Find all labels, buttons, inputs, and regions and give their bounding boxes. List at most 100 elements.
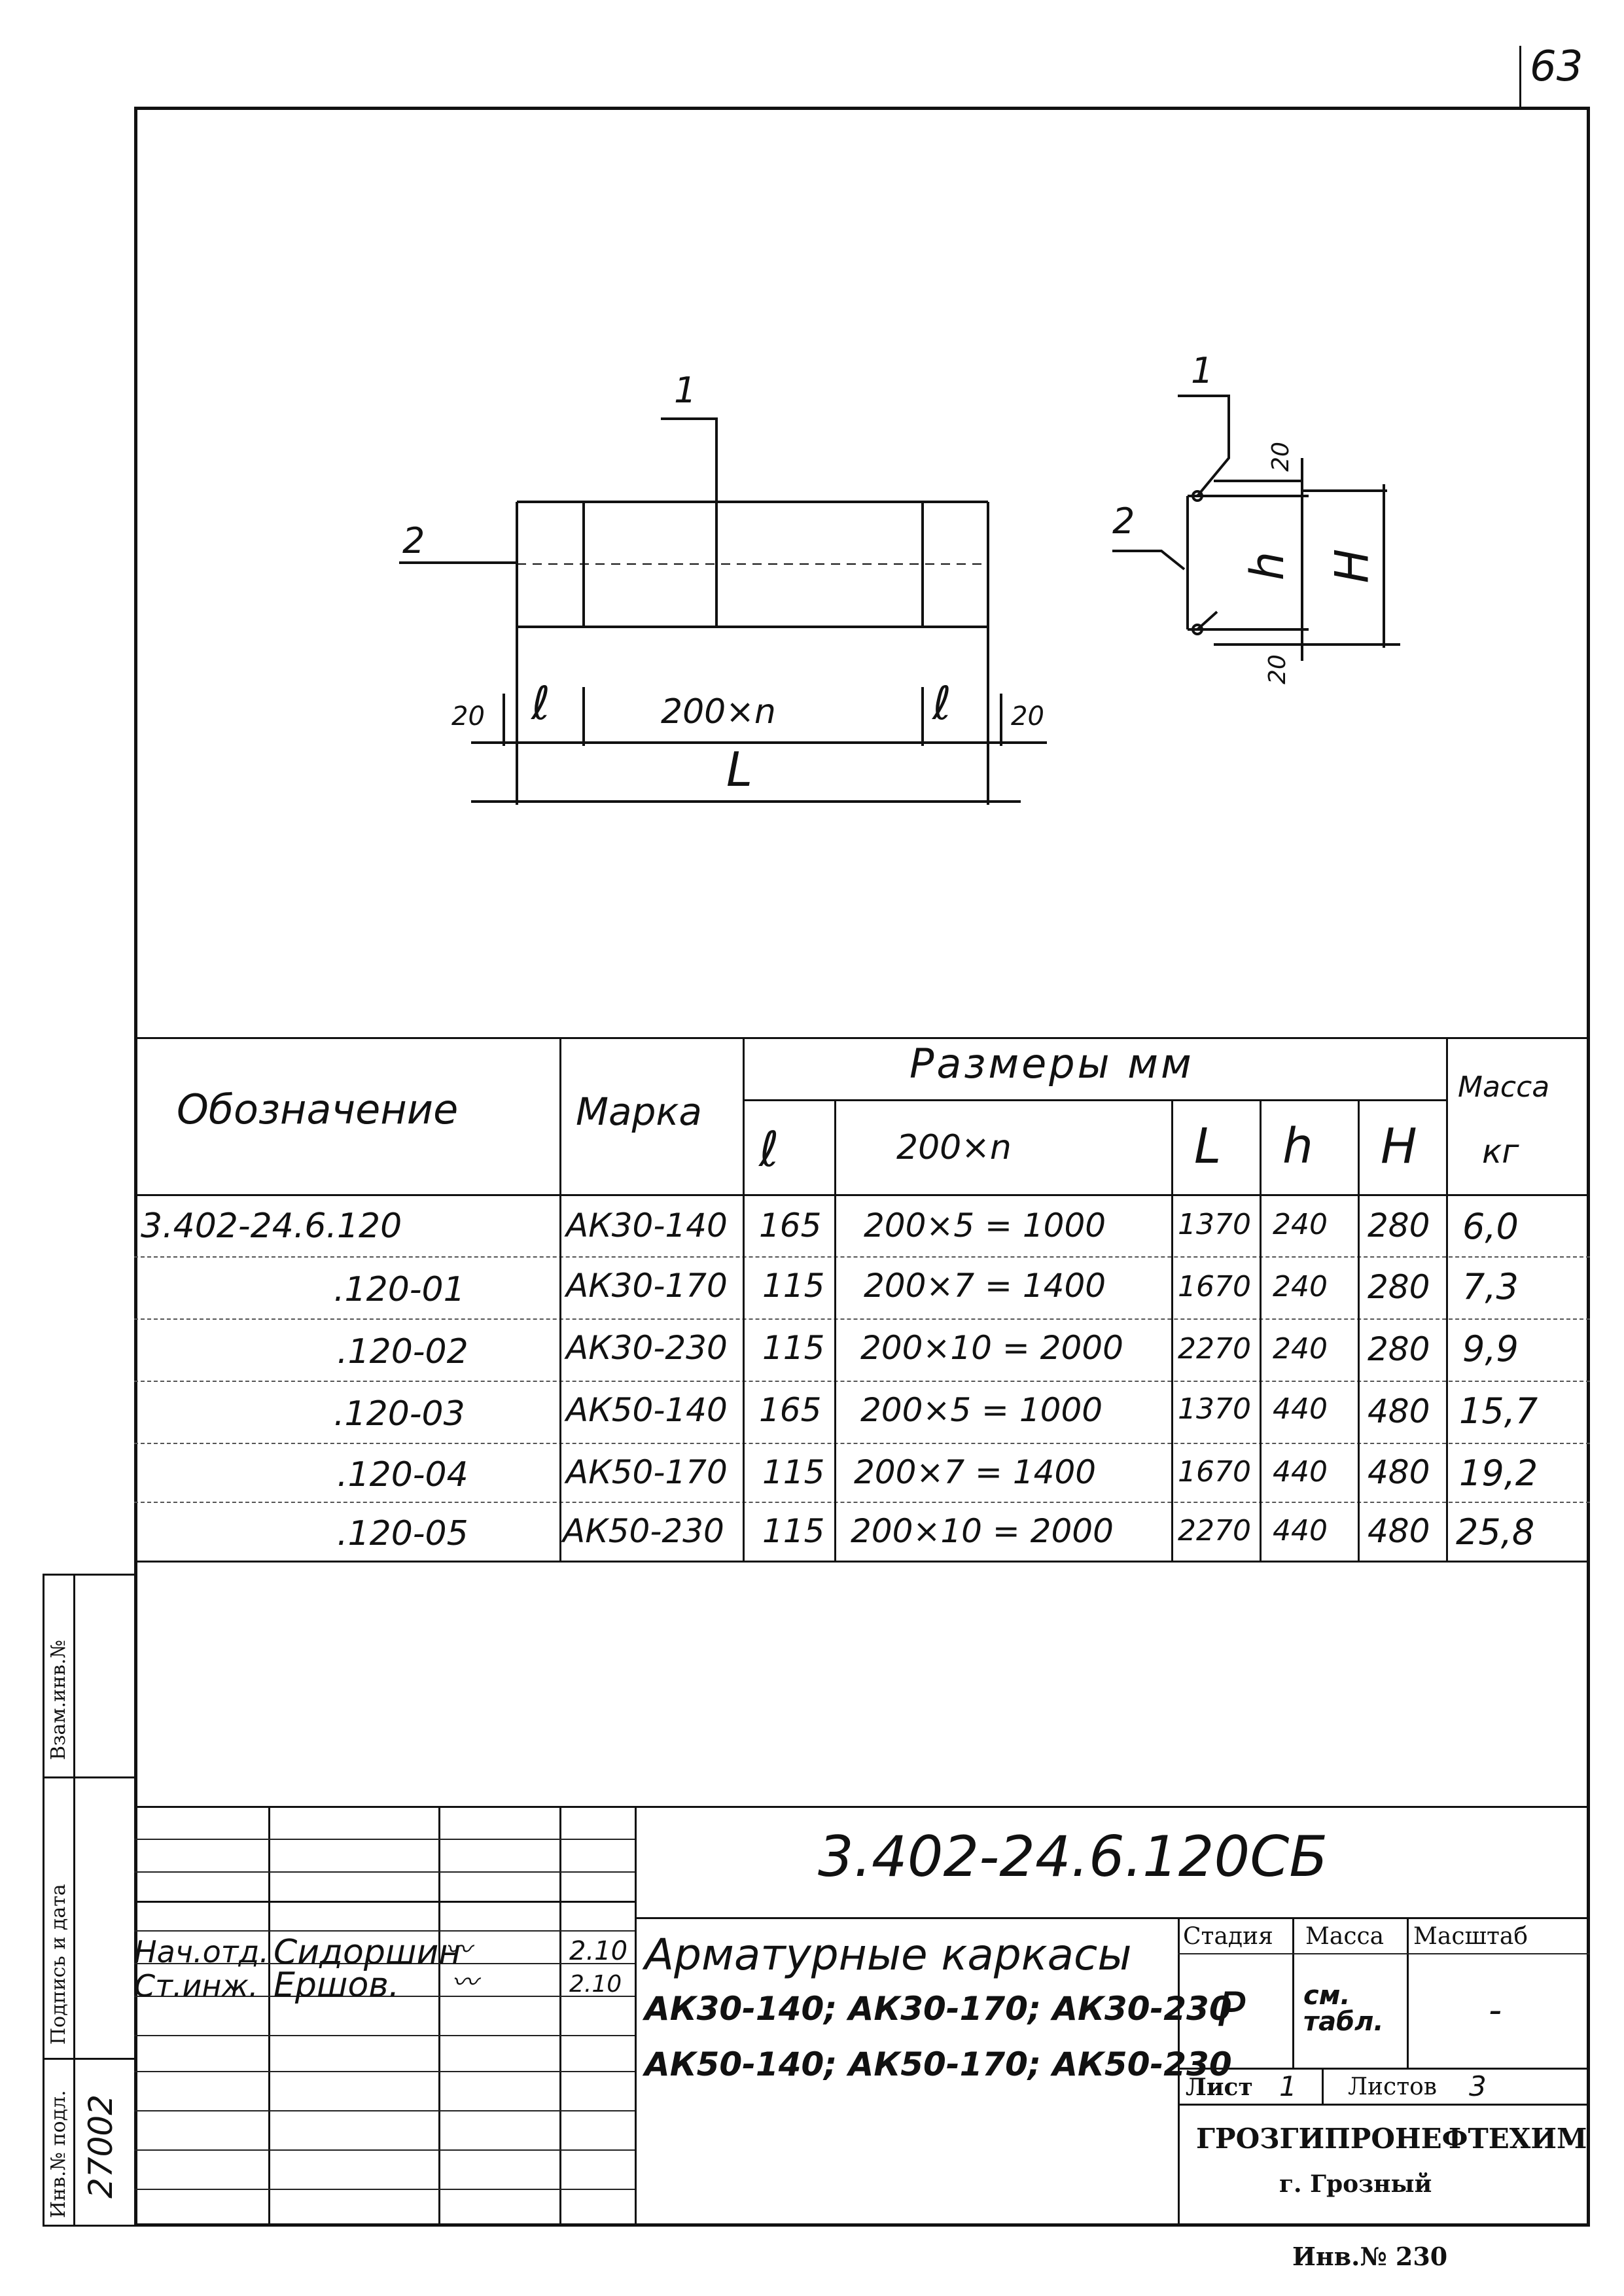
section-callout-1: 1 — [1191, 350, 1214, 391]
cell-mass: 15,7 — [1459, 1390, 1538, 1432]
cell-L: 1670 — [1178, 1270, 1251, 1303]
cell-l: 165 — [759, 1391, 822, 1429]
cell-mass: 25,8 — [1456, 1511, 1535, 1553]
sheet-number-divider — [1519, 46, 1521, 108]
front-callout-2: 2 — [402, 520, 425, 561]
header-H: H — [1381, 1118, 1417, 1174]
cell-h: 440 — [1273, 1392, 1328, 1426]
cell-mass: 7,3 — [1462, 1266, 1519, 1307]
mass-label: Масса — [1305, 1923, 1385, 1950]
cell-H: 480 — [1368, 1453, 1430, 1491]
section-callout-2: 2 — [1112, 501, 1135, 542]
staff-name: Ершов. — [274, 1966, 400, 2005]
cell-L: 1370 — [1178, 1392, 1251, 1426]
podpis-data-label: Подпись и дата — [47, 1884, 70, 2045]
cell-l: 115 — [762, 1512, 825, 1550]
stage-label: Стадия — [1183, 1923, 1273, 1950]
stage-value: Р — [1217, 1982, 1246, 2037]
front-dim-200n: 200×n — [661, 692, 776, 732]
cell-L: 1670 — [1178, 1455, 1251, 1489]
staff-name: Сидоршин — [274, 1933, 461, 1972]
cell-mark: АК50-230 — [563, 1512, 724, 1550]
header-sizes: Размеры мм — [909, 1040, 1194, 1087]
front-dim-l-right: ℓ — [932, 677, 951, 730]
cell-L: 2270 — [1178, 1514, 1251, 1547]
org-name: ГРОЗГИПРОНЕФТЕХИМ — [1196, 2123, 1587, 2155]
staff-date: 2.10 — [569, 1971, 622, 1998]
sheet-label: Лист — [1186, 2074, 1253, 2101]
scale-value: - — [1489, 1989, 1502, 2032]
staff-role: Ст.инж. — [134, 1968, 258, 2004]
front-dim-l-left: ℓ — [531, 677, 550, 730]
doc-title-line1: Арматурные каркасы — [644, 1930, 1132, 1980]
cell-L: 1370 — [1178, 1208, 1251, 1241]
cell-H: 280 — [1368, 1268, 1430, 1306]
cell-designation: .120-04 — [337, 1455, 468, 1494]
header-l: ℓ — [759, 1122, 779, 1178]
header-h: h — [1282, 1118, 1313, 1174]
cell-mark: АК30-230 — [566, 1329, 728, 1367]
front-dim-20-left: 20 — [451, 701, 485, 732]
section-dim-h: h — [1241, 551, 1295, 581]
cell-l: 115 — [762, 1453, 825, 1491]
cell-l: 115 — [762, 1267, 825, 1305]
header-mark: Марка — [576, 1089, 702, 1134]
cell-H: 480 — [1368, 1512, 1430, 1550]
cell-l: 115 — [762, 1329, 825, 1367]
front-callout-1: 1 — [674, 370, 697, 411]
cell-h: 440 — [1273, 1514, 1328, 1547]
staff-signature: 〰 — [451, 1968, 478, 1998]
header-mass: Масса — [1458, 1070, 1550, 1104]
header-L: L — [1194, 1118, 1222, 1174]
section-dim-H: H — [1325, 548, 1379, 584]
staff-date: 2.10 — [569, 1936, 628, 1966]
inventory-footer: Инв.№ 230 — [1292, 2242, 1448, 2271]
front-leader-1 — [664, 417, 718, 502]
org-city: г. Грозный — [1279, 2170, 1432, 2198]
staff-signature: 〰 — [445, 1935, 471, 1965]
header-designation: Обозначение — [177, 1086, 459, 1133]
cell-200n: 200×10 = 2000 — [860, 1329, 1123, 1367]
cell-200n: 200×5 = 1000 — [864, 1207, 1106, 1245]
header-mass-unit: кг — [1482, 1133, 1519, 1171]
cell-mark: АК30-170 — [566, 1267, 728, 1305]
sheets-label: Листов — [1348, 2074, 1438, 2100]
cell-designation: .120-02 — [337, 1332, 468, 1371]
sheet-value: 1 — [1279, 2070, 1297, 2102]
header-200n: 200×n — [896, 1128, 1012, 1167]
section-leader-1 — [1178, 395, 1230, 497]
cell-h: 440 — [1273, 1455, 1328, 1489]
front-dim-20-right: 20 — [1011, 701, 1044, 732]
staff-role: Нач.отд. — [134, 1934, 269, 1969]
cell-200n: 200×5 = 1000 — [860, 1391, 1103, 1429]
cell-200n: 200×7 = 1400 — [864, 1267, 1106, 1305]
section-leader-2 — [1112, 550, 1186, 571]
cell-200n: 200×7 = 1400 — [854, 1453, 1097, 1491]
sheets-value: 3 — [1469, 2070, 1487, 2102]
mass-value: см. табл. — [1303, 1981, 1384, 2037]
assembly-drawing — [399, 395, 1400, 805]
cell-mass: 6,0 — [1462, 1206, 1519, 1247]
cell-mass: 19,2 — [1459, 1453, 1538, 1494]
cell-L: 2270 — [1178, 1332, 1251, 1366]
cell-mark: АК30-140 — [566, 1207, 728, 1245]
inv-podl-value: 27002 — [82, 2094, 120, 2199]
cell-H: 280 — [1368, 1330, 1430, 1368]
cell-l: 165 — [759, 1207, 822, 1245]
section-dim-20-top: 20 — [1267, 442, 1294, 472]
cell-200n: 200×10 = 2000 — [851, 1512, 1114, 1550]
cell-mark: АК50-170 — [566, 1453, 728, 1491]
section-dim-20-bottom: 20 — [1263, 654, 1291, 684]
cell-mark: АК50-140 — [566, 1391, 728, 1429]
front-dim-L: L — [726, 742, 753, 797]
cell-h: 240 — [1273, 1208, 1328, 1241]
cell-designation: .120-03 — [334, 1394, 465, 1434]
doc-title-line2: АК30-140; АК30-170; АК30-230 — [644, 1990, 1232, 2028]
scale-label: Масштаб — [1413, 1923, 1528, 1950]
sheet-number: 63 — [1530, 43, 1583, 91]
doc-code: 3.402-24.6.120СБ — [818, 1824, 1328, 1890]
cell-designation: .120-01 — [334, 1270, 465, 1309]
cell-H: 480 — [1368, 1392, 1430, 1430]
cell-designation: .120-05 — [337, 1514, 468, 1553]
inv-podl-label: Инв.№ подл. — [47, 2090, 70, 2218]
